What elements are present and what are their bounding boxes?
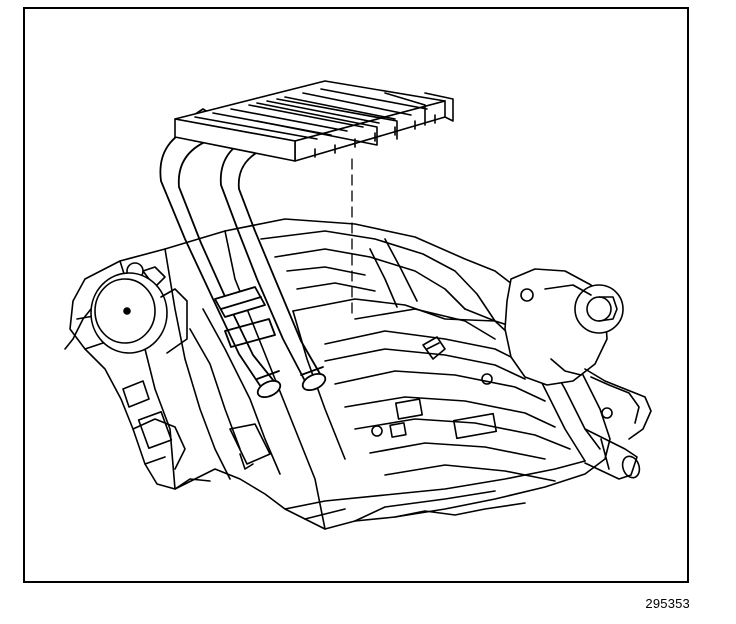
figure-number: 295353 [645, 596, 690, 611]
hvac-module-housing [69, 218, 611, 530]
mode-actuator-right [504, 268, 652, 440]
blower-motor-left [64, 272, 188, 354]
illustration-frame [23, 7, 689, 583]
right-pipe-stub [584, 428, 641, 480]
heater-core-removal-illustration [64, 80, 652, 530]
heater-core [174, 80, 454, 162]
